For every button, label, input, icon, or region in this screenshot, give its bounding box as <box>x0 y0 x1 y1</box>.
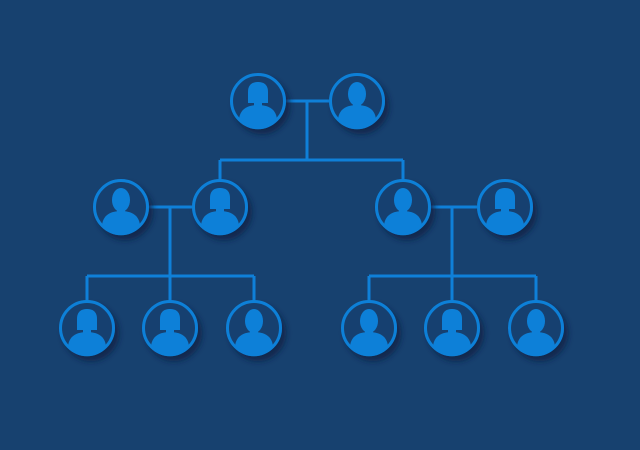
person-nodes <box>59 73 564 357</box>
female-person-icon <box>477 179 533 236</box>
male-person-icon <box>329 73 385 130</box>
connector-lines <box>85 99 538 301</box>
female-person-icon <box>424 300 480 357</box>
male-person-icon <box>341 300 397 357</box>
male-person-icon <box>226 300 282 357</box>
female-person-icon <box>192 179 248 236</box>
male-person-icon <box>508 300 564 357</box>
male-person-icon <box>93 179 149 236</box>
female-person-icon <box>230 73 286 130</box>
male-person-icon <box>375 179 431 236</box>
female-person-icon <box>59 300 115 357</box>
female-person-icon <box>142 300 198 357</box>
